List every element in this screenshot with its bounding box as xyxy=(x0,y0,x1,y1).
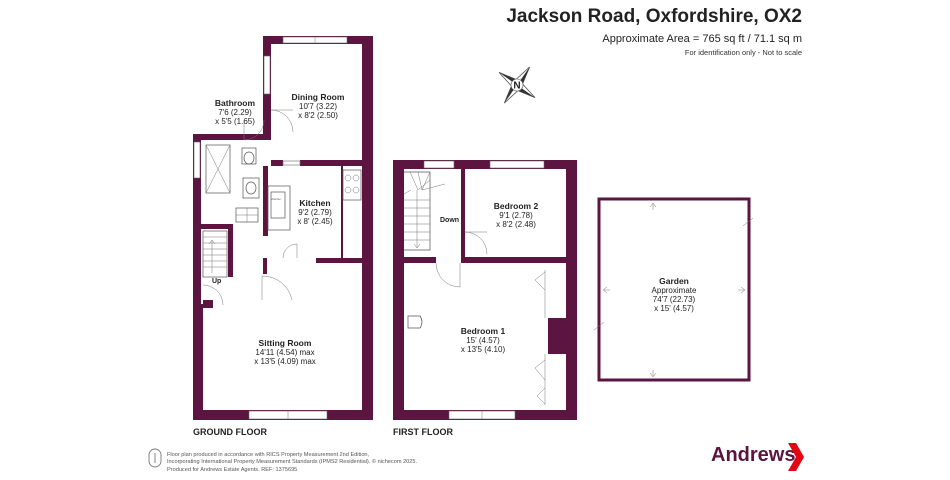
footer-line-3: Produced for Andrews Estate Agents. REF:… xyxy=(167,466,298,473)
measurement-certificate-icon xyxy=(148,448,162,468)
garden-dim0: Approximate xyxy=(652,286,697,295)
basin-fixture xyxy=(242,177,260,199)
bathroom-top-wall xyxy=(193,134,271,140)
approximate-area: Approximate Area = 765 sq ft / 71.1 sq m xyxy=(602,33,802,45)
first-left-wall xyxy=(393,160,404,420)
ground-stairs xyxy=(202,230,228,278)
sitting-right-wall xyxy=(362,258,373,420)
compass-icon: N xyxy=(498,66,536,104)
dining-right-wall xyxy=(362,36,373,266)
garden-dim2: x 15' (4.57) xyxy=(654,304,694,313)
kitchen-hob xyxy=(342,169,362,201)
sitting-name: Sitting Room xyxy=(259,338,312,348)
first-top-wall xyxy=(393,160,577,169)
ground-left-wall-upper xyxy=(193,134,201,304)
svg-text:Washer: Washer xyxy=(271,197,281,201)
kitchen-dim2: x 8' (2.45) xyxy=(297,217,333,226)
bedroom2-dim2: x 8'2 (2.48) xyxy=(496,220,536,229)
first-right-wall xyxy=(566,160,577,420)
kitchen-name: Kitchen xyxy=(299,198,330,208)
identification-note: For identification only - Not to scale xyxy=(684,48,802,57)
bedroom2-name: Bedroom 2 xyxy=(494,201,539,211)
bathroom-window xyxy=(193,141,201,179)
brand-logo-text: Andrews xyxy=(711,444,796,466)
first-floor-label: FIRST FLOOR xyxy=(393,427,453,437)
bedroom1-dim1: 15' (4.57) xyxy=(466,336,500,345)
brand-arrow-icon xyxy=(788,443,804,471)
kitchen-dim1: 9'2 (2.79) xyxy=(298,208,332,217)
first-stairs xyxy=(403,171,446,251)
bath-fixture xyxy=(205,144,231,194)
bedroom1-dim2: x 13'5 (4.10) xyxy=(461,345,506,354)
bedroom2-dim1: 9'1 (2.78) xyxy=(499,211,533,220)
footer-note: Floor plan produced in accordance with R… xyxy=(167,452,467,474)
dining-name: Dining Room xyxy=(292,92,345,102)
bathroom-dim2: x 5'5 (1.65) xyxy=(215,117,255,126)
garden-plan xyxy=(593,197,754,382)
garden-name: Garden xyxy=(659,276,689,286)
sitting-left-wall xyxy=(193,304,203,420)
garden-dim1: 74'7 (22.73) xyxy=(653,295,696,304)
stairs-up-label: Up xyxy=(212,278,221,285)
stairs-down-label: Down xyxy=(440,217,459,224)
compass-north-label: N xyxy=(513,81,520,92)
dining-dim2: x 8'2 (2.50) xyxy=(298,111,338,120)
dining-dim1: 10'7 (3.22) xyxy=(299,102,337,111)
room-labels: Bathroom 7'6 (2.29) x 5'5 (1.65) Dining … xyxy=(212,92,697,366)
dining-left-window xyxy=(263,55,271,95)
kitchen-sink xyxy=(270,191,286,219)
bedroom2-left-wall xyxy=(461,169,465,257)
bedroom1-name: Bedroom 1 xyxy=(461,326,506,336)
ground-floor-plan: Washer xyxy=(193,36,373,420)
property-title: Jackson Road, Oxfordshire, OX2 xyxy=(506,6,802,27)
kitchen-counter-left xyxy=(267,185,291,231)
bathroom-name: Bathroom xyxy=(215,98,256,108)
ground-floor-label: GROUND FLOOR xyxy=(193,427,267,437)
footer-line-2: Incorporating International Property Mea… xyxy=(167,459,418,466)
sitting-dim2: x 13'5 (4.09) max xyxy=(254,357,316,366)
footer-line-1: Floor plan produced in accordance with R… xyxy=(167,452,370,458)
bathroom-dim1: 7'6 (2.29) xyxy=(218,108,252,117)
first-floor-plan xyxy=(393,160,577,420)
garden-boundary xyxy=(597,197,751,382)
sitting-dim1: 14'11 (4.54) max xyxy=(255,348,314,357)
